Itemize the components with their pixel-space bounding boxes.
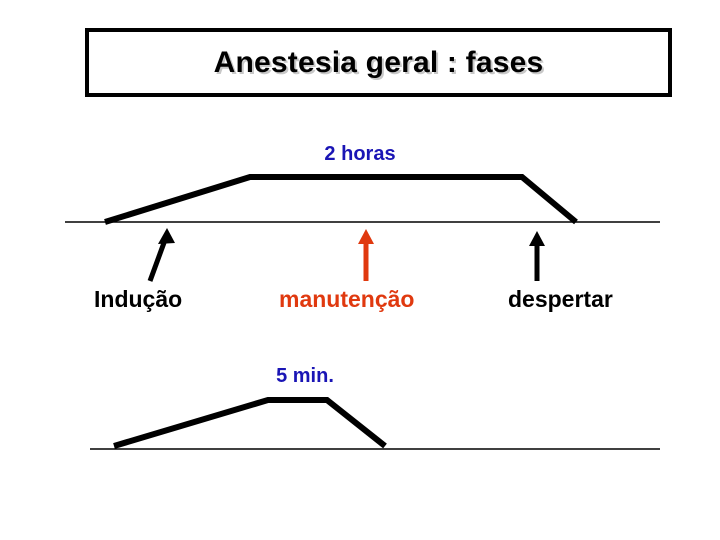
arrow-despertar bbox=[529, 231, 545, 281]
page-title: Anestesia geral : fases bbox=[213, 45, 544, 79]
phase-label-manutencao: manutenção bbox=[279, 286, 415, 312]
phase-label-despertar: despertar bbox=[508, 286, 613, 312]
lower-anesthesia-curve bbox=[113, 397, 387, 449]
upper-duration-label: 2 horas bbox=[324, 143, 396, 165]
phase-label-inducao: Indução bbox=[94, 286, 183, 312]
lower-duration-label: 5 min. bbox=[276, 365, 334, 387]
title-box: Anestesia geral : fases bbox=[85, 28, 672, 97]
upper-anesthesia-curve bbox=[104, 174, 578, 225]
arrow-inducao bbox=[147, 228, 175, 282]
arrow-manutencao bbox=[358, 229, 374, 281]
